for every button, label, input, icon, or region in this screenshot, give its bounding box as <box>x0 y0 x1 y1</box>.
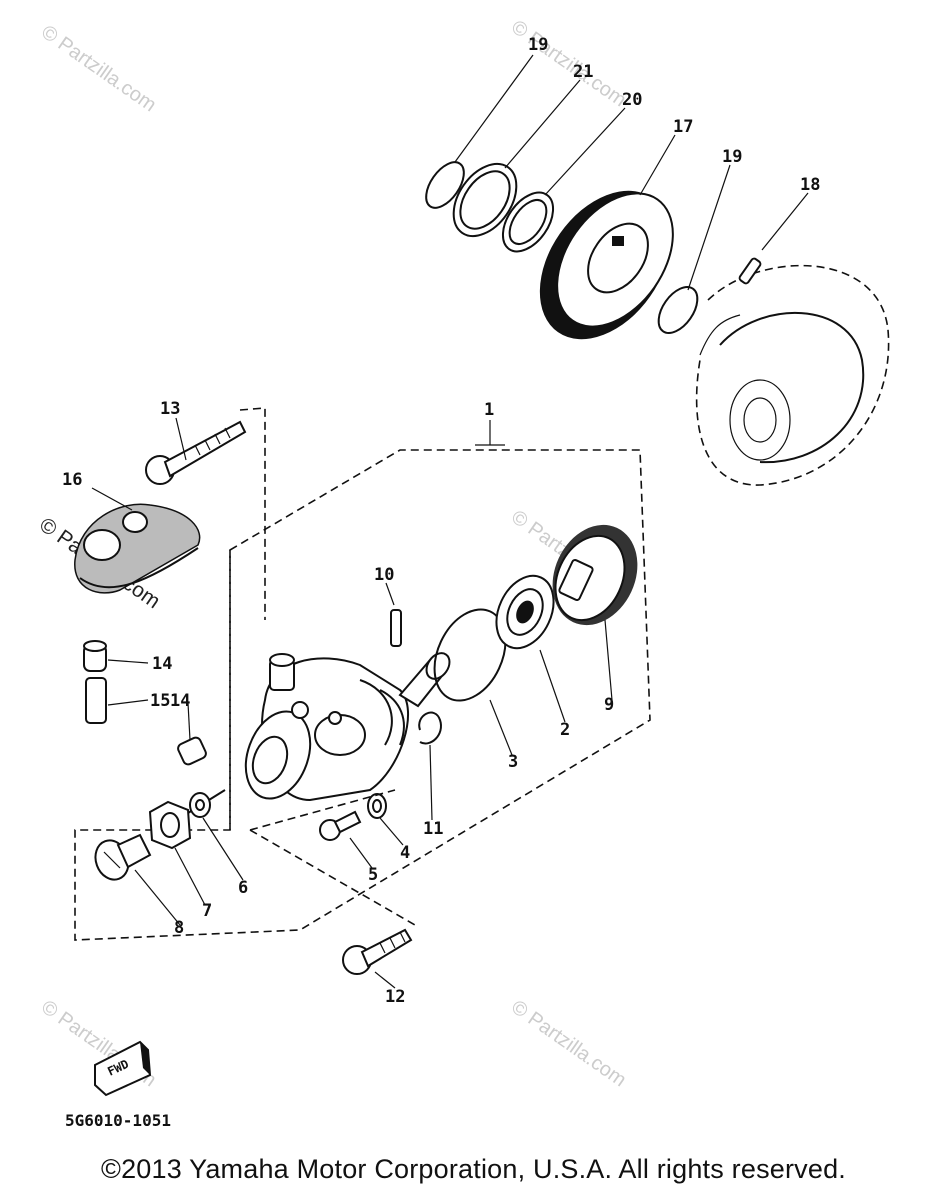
screw-5 <box>319 810 362 841</box>
callout-8: 8 <box>174 918 184 938</box>
screw-8 <box>94 833 152 881</box>
pin-18 <box>738 257 762 285</box>
callout-5: 5 <box>368 865 378 885</box>
callout-14-top: 14 <box>152 654 172 674</box>
callout-20: 20 <box>622 90 642 110</box>
diagram-code: 5G6010-1051 <box>65 1111 171 1130</box>
washer-4 <box>367 793 387 819</box>
circlip-19-left <box>425 161 465 209</box>
callout-13: 13 <box>160 399 180 419</box>
washer-20 <box>501 191 555 253</box>
bolt-13 <box>145 420 247 485</box>
callout-12: 12 <box>385 987 405 1007</box>
leader-lines <box>91 54 809 989</box>
callout-17: 17 <box>673 117 693 137</box>
callout-19-right: 19 <box>722 147 742 167</box>
oil-pump-body <box>179 653 409 819</box>
circlip-19-right <box>657 286 699 334</box>
gear-17 <box>539 190 674 340</box>
fwd-arrow: FWD <box>94 1040 152 1097</box>
callout-15: 15 <box>150 691 170 711</box>
watermark: © Partzilla.com <box>507 996 630 1091</box>
callout-11: 11 <box>423 819 443 839</box>
washer-6 <box>189 792 211 818</box>
callout-6: 6 <box>238 878 248 898</box>
gear-9 <box>552 524 638 626</box>
nut-7 <box>148 800 192 850</box>
callout-2: 2 <box>560 720 570 740</box>
clamp-14-bottom <box>177 736 207 766</box>
callout-10: 10 <box>374 565 394 585</box>
callout-19-top: 19 <box>528 35 548 55</box>
bearing-2 <box>495 574 555 650</box>
callout-3: 3 <box>508 752 518 772</box>
callout-7: 7 <box>202 901 212 921</box>
hose-15 <box>83 675 185 774</box>
copyright-notice: ©2013 Yamaha Motor Corporation, U.S.A. A… <box>100 1154 847 1184</box>
callout-16: 16 <box>62 470 82 490</box>
bolt-13-guide <box>239 407 266 620</box>
clamp-14-top <box>83 640 107 672</box>
watermark: © Partzilla.com <box>507 16 630 111</box>
callout-1: 1 <box>484 400 494 420</box>
bolt-12 <box>342 928 413 975</box>
cover-16 <box>74 503 201 594</box>
watermark: © Partzilla.com <box>37 21 160 116</box>
bolt-12-guide <box>249 789 416 926</box>
callout-9: 9 <box>604 695 614 715</box>
crankcase-cover <box>695 264 890 486</box>
callout-4: 4 <box>400 843 410 863</box>
circlip-11 <box>418 711 442 745</box>
callout-21: 21 <box>573 62 593 82</box>
pin-10 <box>390 609 402 647</box>
callout-14-bottom: 14 <box>170 691 190 711</box>
callouts: 19 21 20 17 19 18 13 1 16 10 14 15 14 9 … <box>62 35 820 1007</box>
o-ring-3 <box>433 608 507 702</box>
callout-18: 18 <box>800 175 820 195</box>
washer-21 <box>452 162 518 238</box>
